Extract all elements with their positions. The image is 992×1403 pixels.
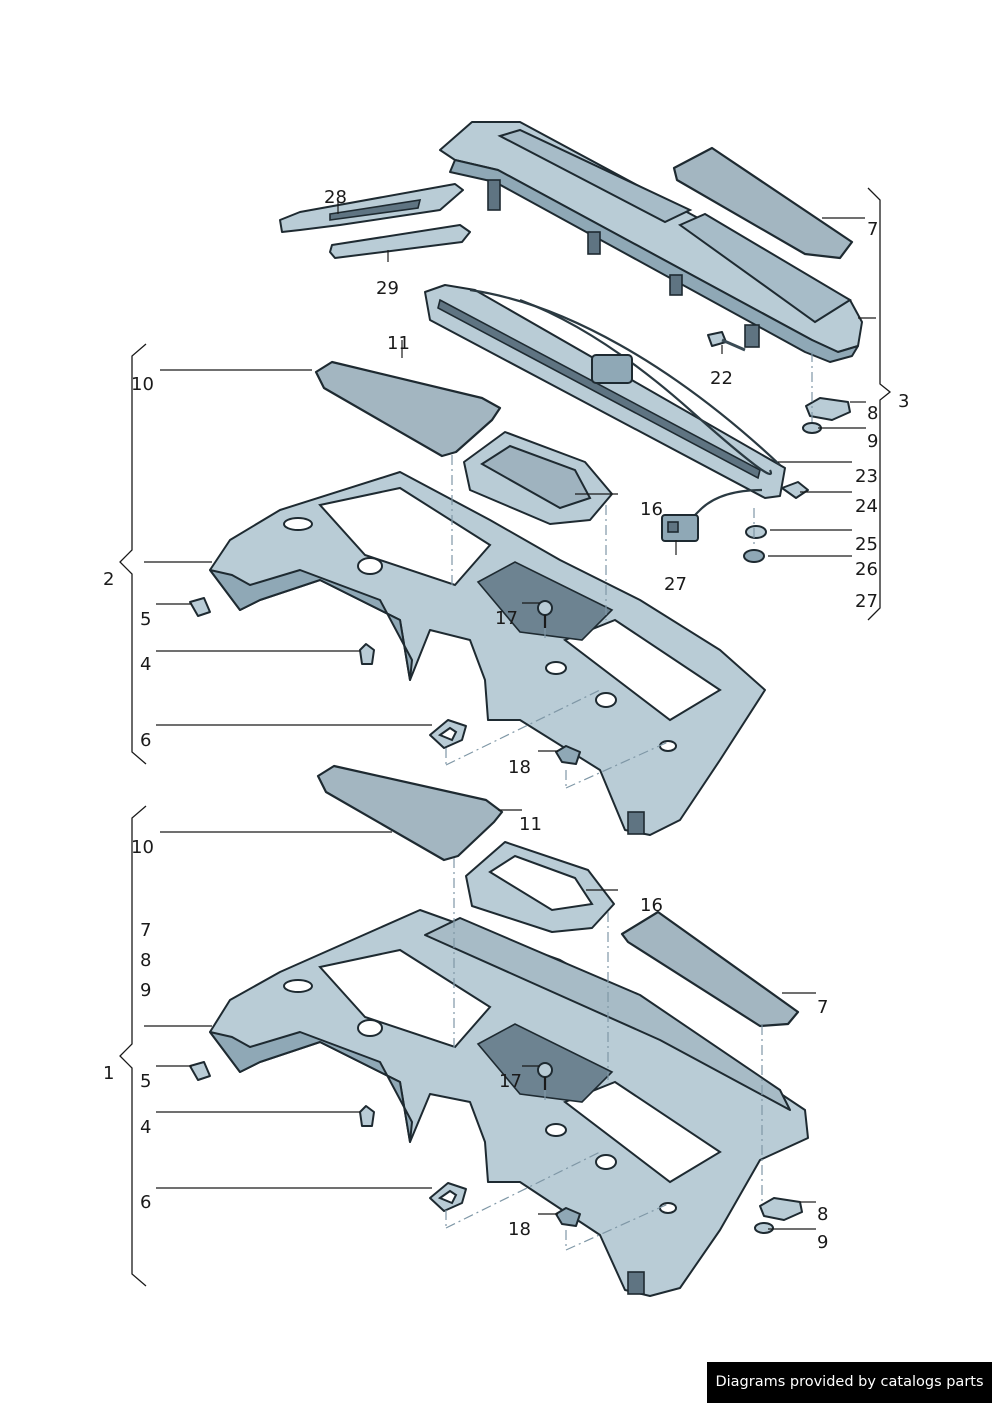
callout-5-bottom: 5 xyxy=(140,1071,151,1092)
callout-10-middle: 10 xyxy=(131,374,154,395)
cap-18-bottom xyxy=(555,1207,581,1227)
callout-7-top: 7 xyxy=(867,219,878,240)
expanding-rivet-4-middle xyxy=(359,643,375,665)
leader-lines xyxy=(144,200,876,1230)
callout-18-middle: 18 xyxy=(508,757,531,778)
callout-11-bottom: 11 xyxy=(519,814,542,835)
callout-6-middle: 6 xyxy=(140,730,151,751)
washer-9-bottom xyxy=(754,1222,774,1234)
callout-4-middle: 4 xyxy=(140,654,151,675)
cover-panel-10-middle xyxy=(314,360,502,458)
group-bracket-3 xyxy=(867,187,892,621)
callout-27-right: 27 xyxy=(855,591,878,612)
callout-5-middle: 5 xyxy=(140,609,151,630)
rear-shelf-upper-cover xyxy=(439,121,863,363)
bracket-8-bottom xyxy=(759,1197,803,1221)
callout-29: 29 xyxy=(376,278,399,299)
callout-1: 1 xyxy=(103,1063,114,1084)
callout-2: 2 xyxy=(103,569,114,590)
bolt-22 xyxy=(707,331,746,352)
screw-17-middle xyxy=(537,600,553,628)
callout-3: 3 xyxy=(898,391,909,412)
credit-banner: Diagrams provided by catalogs parts xyxy=(707,1362,992,1403)
grommet-26 xyxy=(743,549,765,563)
trim-strip-28 xyxy=(279,183,464,233)
callout-8-bottom: 8 xyxy=(817,1204,828,1225)
callout-16-bottom: 16 xyxy=(640,895,663,916)
bracket-8-top xyxy=(805,397,851,421)
cover-panel-10-bottom xyxy=(316,764,504,862)
callout-26: 26 xyxy=(855,559,878,580)
callout-17-bottom: 17 xyxy=(499,1071,522,1092)
callout-27-connector: 27 xyxy=(664,574,687,595)
cover-panel-7-top xyxy=(672,146,854,260)
callout-9-top: 9 xyxy=(867,431,878,452)
callout-28: 28 xyxy=(324,187,347,208)
callout-7-bottom: 7 xyxy=(817,997,828,1018)
group-bracket-2 xyxy=(119,343,147,765)
callout-6-bottom: 6 xyxy=(140,1192,151,1213)
trim-strip-29 xyxy=(329,224,471,259)
roller-blind-assembly xyxy=(424,284,786,526)
clip-5-middle xyxy=(189,597,211,617)
callout-25: 25 xyxy=(855,534,878,555)
cap-18-middle xyxy=(555,745,581,765)
cap-6-middle xyxy=(429,719,467,749)
speaker-cover-16-bottom xyxy=(465,841,615,933)
callout-9-left: 9 xyxy=(140,980,151,1001)
cap-6-bottom xyxy=(429,1182,467,1212)
callout-22: 22 xyxy=(710,368,733,389)
cover-panel-7-bottom xyxy=(620,910,800,1028)
callout-10-bottom: 10 xyxy=(131,837,154,858)
callout-11-middle: 11 xyxy=(387,333,410,354)
callout-24: 24 xyxy=(855,496,878,517)
callout-23: 23 xyxy=(855,466,878,487)
callout-18-bottom: 18 xyxy=(508,1219,531,1240)
parcel-shelf-middle xyxy=(209,471,766,836)
clip-5-bottom xyxy=(189,1061,211,1081)
assembly-axis-lines xyxy=(445,352,813,1251)
callout-9-bottom: 9 xyxy=(817,1232,828,1253)
callout-8-left: 8 xyxy=(140,950,151,971)
group-bracket-1 xyxy=(119,805,147,1287)
clip-24 xyxy=(781,481,809,499)
callout-17-middle: 17 xyxy=(495,608,518,629)
expanding-rivet-4-bottom xyxy=(359,1105,375,1127)
callout-16-middle: 16 xyxy=(640,499,663,520)
callout-4-bottom: 4 xyxy=(140,1117,151,1138)
speaker-cover-16-middle xyxy=(463,431,613,525)
callout-7-left: 7 xyxy=(140,920,151,941)
screw-17-bottom xyxy=(537,1062,553,1090)
callout-labels: 28 29 7 3 22 8 9 23 24 25 26 27 27 11 10… xyxy=(103,187,909,1253)
connector-27 xyxy=(661,514,699,542)
grommet-25 xyxy=(745,525,767,539)
callout-8-top: 8 xyxy=(867,403,878,424)
